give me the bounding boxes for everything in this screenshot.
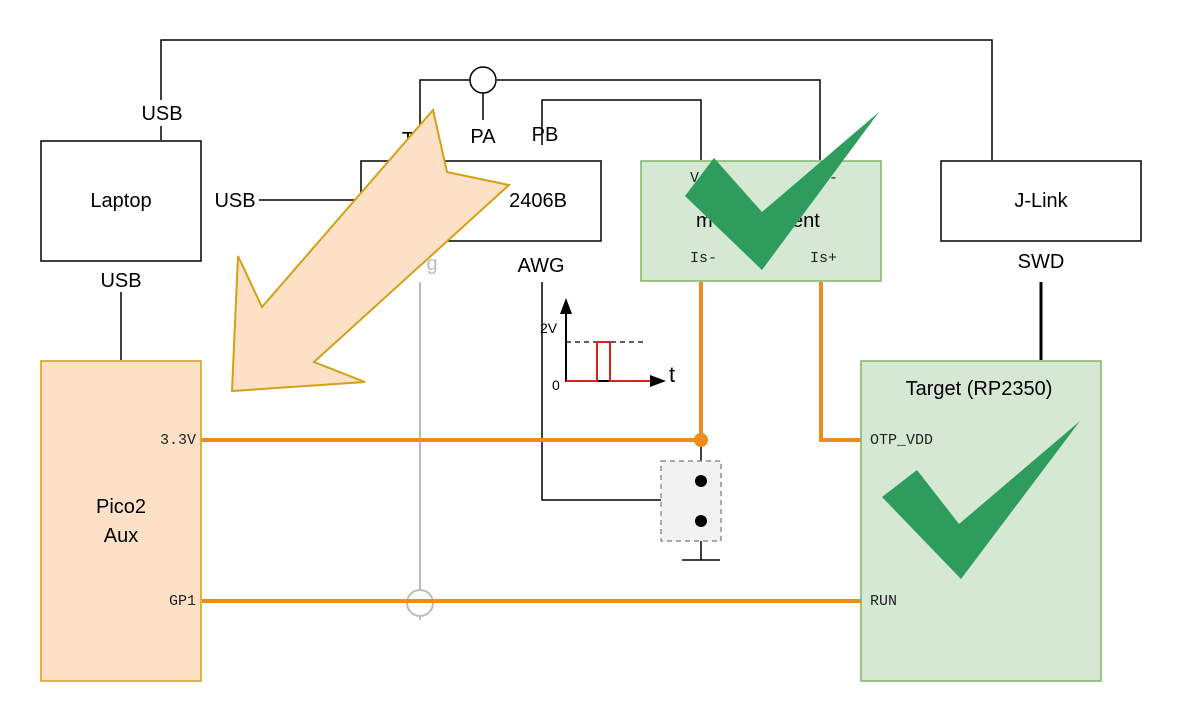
pico2-frame (40, 360, 202, 682)
laptop-usb-top-label: USB (141, 103, 182, 125)
current-meter-is-plus: Is+ (810, 250, 837, 267)
picoscope-pa-label: PA (470, 126, 496, 148)
switch-contact-top (695, 475, 707, 487)
wire-laptop-to-jlink-usb (160, 39, 993, 160)
picoscope-awg-label: AWG (517, 255, 564, 277)
waveform-x-arrowhead-icon (650, 375, 666, 387)
picoscope-pb-label: PB (532, 124, 559, 146)
current-meter-is-minus: Is- (690, 250, 717, 267)
label-bg-usb-right (211, 187, 259, 213)
check-icon (882, 421, 1080, 579)
check-icon (685, 112, 879, 270)
pico2-title-line1: Pico2 (96, 496, 146, 518)
picoscope-trigger-out-label: g (426, 253, 437, 275)
jlink-swd-label: SWD (1018, 251, 1065, 273)
switch-contact-bottom (695, 515, 707, 527)
switch-box (660, 460, 722, 542)
big-arrow-icon (230, 107, 512, 393)
pico2-title-line2: Aux (104, 525, 138, 547)
probe-junction-icon (469, 66, 497, 94)
pico2-pin-3v3: 3.3V (160, 432, 196, 449)
jlink-frame (940, 160, 1142, 242)
label-bg-usb-bottom (95, 266, 149, 292)
laptop-usb-right-label: USB (214, 190, 255, 212)
jlink-box: J-Link (940, 160, 1142, 242)
laptop-usb-bottom-label: USB (100, 270, 141, 292)
waveform-inset: 2V 0 t (540, 298, 675, 393)
laptop-frame (40, 140, 202, 262)
label-bg-swd (1012, 248, 1070, 274)
wire-pb (541, 99, 702, 160)
target-title: Target (RP2350) (906, 378, 1053, 400)
jlink-title: J-Link (1014, 190, 1068, 212)
wire-ground (682, 540, 720, 561)
laptop-title: Laptop (90, 190, 151, 212)
waveform-x-label: t (669, 362, 675, 387)
laptop-box: Laptop (40, 140, 202, 262)
power-junction-dot (694, 433, 708, 447)
waveform-y-arrowhead-icon (560, 298, 572, 314)
waveform-y-zero-label: 0 (552, 377, 560, 393)
pico2-pin-gp1: GP1 (169, 593, 196, 610)
target-pin-otp: OTP_VDD (870, 432, 933, 449)
power-wires (202, 282, 862, 603)
waveform-pulse (566, 341, 650, 382)
pico2-box: Pico2 Aux 3.3V GP1 (40, 360, 202, 682)
current-meter-v-plus: V (690, 170, 699, 187)
trigger-wire (406, 282, 434, 620)
wire-awg (541, 282, 680, 501)
waveform-y-high-label: 2V (540, 320, 558, 336)
picoscope-title: 2406B (509, 190, 567, 212)
label-bg-awg (512, 252, 572, 278)
target-pin-run: RUN (870, 593, 897, 610)
label-bg-usb-top (135, 100, 189, 126)
wire-is-plus-otp (819, 282, 862, 442)
